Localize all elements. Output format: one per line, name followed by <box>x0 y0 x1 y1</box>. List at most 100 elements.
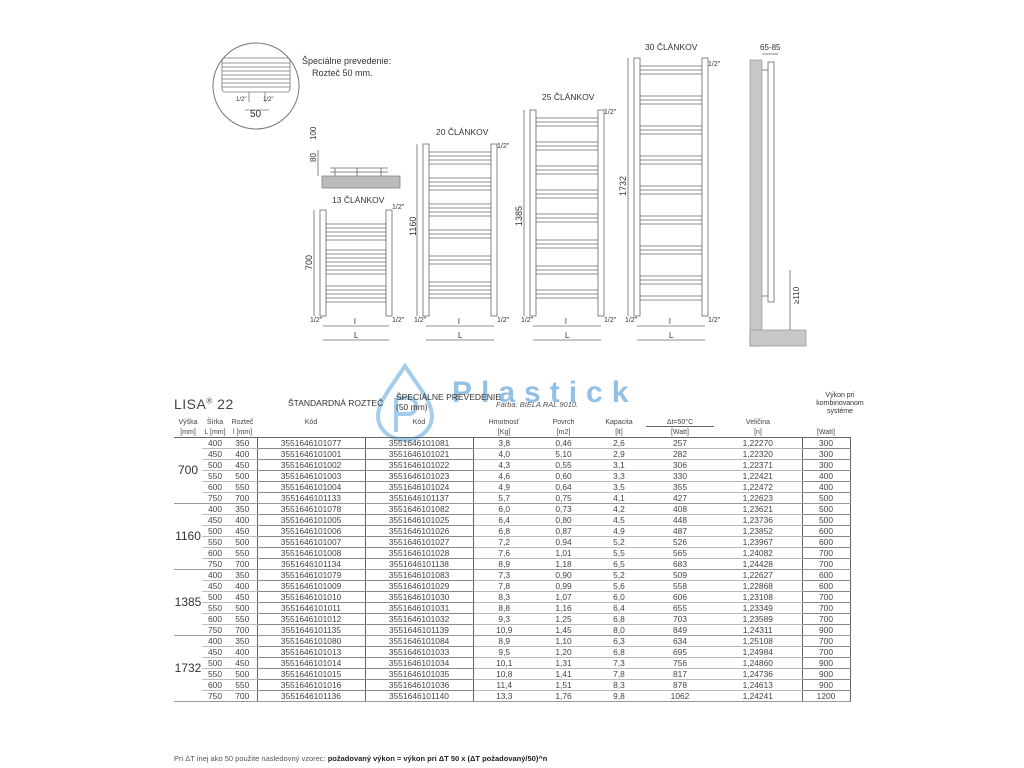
code-special-cell: 3551646101140 <box>364 690 474 702</box>
surface-cell: 0,90 <box>535 569 592 581</box>
surface-cell: 0,80 <box>535 514 592 526</box>
code-special-cell: 3551646101026 <box>364 525 474 537</box>
code-special-cell: 3551646101031 <box>364 602 474 614</box>
code-special-cell: 3551646101030 <box>364 591 474 603</box>
code-special-cell: 3551646101081 <box>364 437 474 449</box>
width-cell: 550 <box>202 536 228 548</box>
combined-output-cell: 900 <box>801 668 851 680</box>
svg-text:1/2": 1/2" <box>708 61 721 68</box>
spacing-cell: 450 <box>228 591 257 603</box>
code-special-cell: 3551646101035 <box>364 668 474 680</box>
side-depth: 65-85 <box>760 43 781 52</box>
spacing-cell: 450 <box>228 525 257 537</box>
weight-cell: 9,3 <box>473 613 535 625</box>
svg-text:1/2": 1/2" <box>497 143 510 150</box>
capacity-cell: 6,5 <box>592 558 646 570</box>
code-special-cell: 3551646101034 <box>364 657 474 669</box>
radiator-height: 1732 <box>618 176 628 196</box>
output-cell: 1062 <box>646 690 714 702</box>
combined-output-cell: 500 <box>801 503 851 515</box>
capacity-cell: 5,6 <box>592 580 646 592</box>
special-version-header: ŠPECIÁLNE PREVEDENIE(50 mm) <box>396 392 501 412</box>
weight-cell: 11,4 <box>473 679 535 691</box>
capacity-cell: 8,3 <box>592 679 646 691</box>
exponent-cell: 1,24613 <box>714 679 802 691</box>
svg-text:1/2": 1/2" <box>604 317 617 324</box>
code-special-cell: 3551646101036 <box>364 679 474 691</box>
combined-output-header: Výkon pri kombinovanom systéme <box>816 392 864 415</box>
width-cell: 400 <box>202 503 228 515</box>
code-standard-cell: 3551646101078 <box>256 503 365 515</box>
capacity-cell: 4,1 <box>592 492 646 504</box>
combined-output-cell: 900 <box>801 679 851 691</box>
output-cell: 257 <box>646 437 714 449</box>
svg-text:l: l <box>354 317 356 326</box>
spacing-cell: 350 <box>228 569 257 581</box>
width-cell: 400 <box>202 437 228 449</box>
width-cell: 450 <box>202 580 228 592</box>
weight-cell: 7,2 <box>473 536 535 548</box>
weight-cell: 4,6 <box>473 470 535 482</box>
capacity-cell: 2,9 <box>592 448 646 460</box>
weight-cell: 9,5 <box>473 646 535 658</box>
standard-spacing-header: ŠTANDARDNÁ ROZTEČ <box>288 398 384 408</box>
width-cell: 600 <box>202 481 228 493</box>
code-standard-cell: 3551646101136 <box>256 690 365 702</box>
width-cell: 750 <box>202 558 228 570</box>
width-cell: 550 <box>202 470 228 482</box>
combined-output-cell: 500 <box>801 492 851 504</box>
spacing-cell: 500 <box>228 536 257 548</box>
output-cell: 330 <box>646 470 714 482</box>
detail-pipe-left: 1/2" <box>236 97 246 103</box>
code-special-cell: 3551646101032 <box>364 613 474 625</box>
output-cell: 849 <box>646 624 714 636</box>
weight-cell: 6,8 <box>473 525 535 537</box>
weight-cell: 10,8 <box>473 668 535 680</box>
combined-output-cell: 700 <box>801 635 851 647</box>
spacing-cell: 400 <box>228 646 257 658</box>
code-standard-cell: 3551646101133 <box>256 492 365 504</box>
exponent-cell: 1,23349 <box>714 602 802 614</box>
code-special-cell: 3551646101083 <box>364 569 474 581</box>
surface-cell: 1,45 <box>535 624 592 636</box>
output-cell: 427 <box>646 492 714 504</box>
radiator-25: 25 ČLÁNKOV 1385 <box>514 92 605 341</box>
surface-cell: 0,75 <box>535 492 592 504</box>
svg-text:1/2": 1/2" <box>392 204 405 211</box>
surface-cell: 0,87 <box>535 525 592 537</box>
surface-cell: 0,94 <box>535 536 592 548</box>
table-header-row: Výška Šírka Rozteč Kód Kód Hmotnosť Povr… <box>174 416 850 428</box>
width-cell: 550 <box>202 602 228 614</box>
code-standard-cell: 3551646101015 <box>256 668 365 680</box>
capacity-cell: 6,4 <box>592 602 646 614</box>
spacing-cell: 700 <box>228 558 257 570</box>
output-cell: 448 <box>646 514 714 526</box>
detail-note-line2: Rozteč 50 mm. <box>312 68 373 78</box>
code-standard-cell: 3551646101004 <box>256 481 365 493</box>
code-standard-cell: 3551646101001 <box>256 448 365 460</box>
output-cell: 509 <box>646 569 714 581</box>
spacing-detail: 1/2" 1/2" 50 <box>212 42 300 130</box>
table-units-row: [mm] L [mm] l [mm] [Kg] [m2] [lt] [Watt]… <box>174 426 850 438</box>
product-table: Výška Šírka Rozteč Kód Kód Hmotnosť Povr… <box>174 416 851 702</box>
svg-text:L: L <box>565 331 570 340</box>
output-cell: 408 <box>646 503 714 515</box>
weight-cell: 7,8 <box>473 580 535 592</box>
weight-cell: 6,4 <box>473 514 535 526</box>
code-standard-cell: 3551646101080 <box>256 635 365 647</box>
output-cell: 695 <box>646 646 714 658</box>
spacing-cell: 400 <box>228 448 257 460</box>
combined-output-cell: 1200 <box>801 690 851 702</box>
width-cell: 750 <box>202 624 228 636</box>
output-cell: 703 <box>646 613 714 625</box>
capacity-cell: 9,8 <box>592 690 646 702</box>
capacity-cell: 6,3 <box>592 635 646 647</box>
